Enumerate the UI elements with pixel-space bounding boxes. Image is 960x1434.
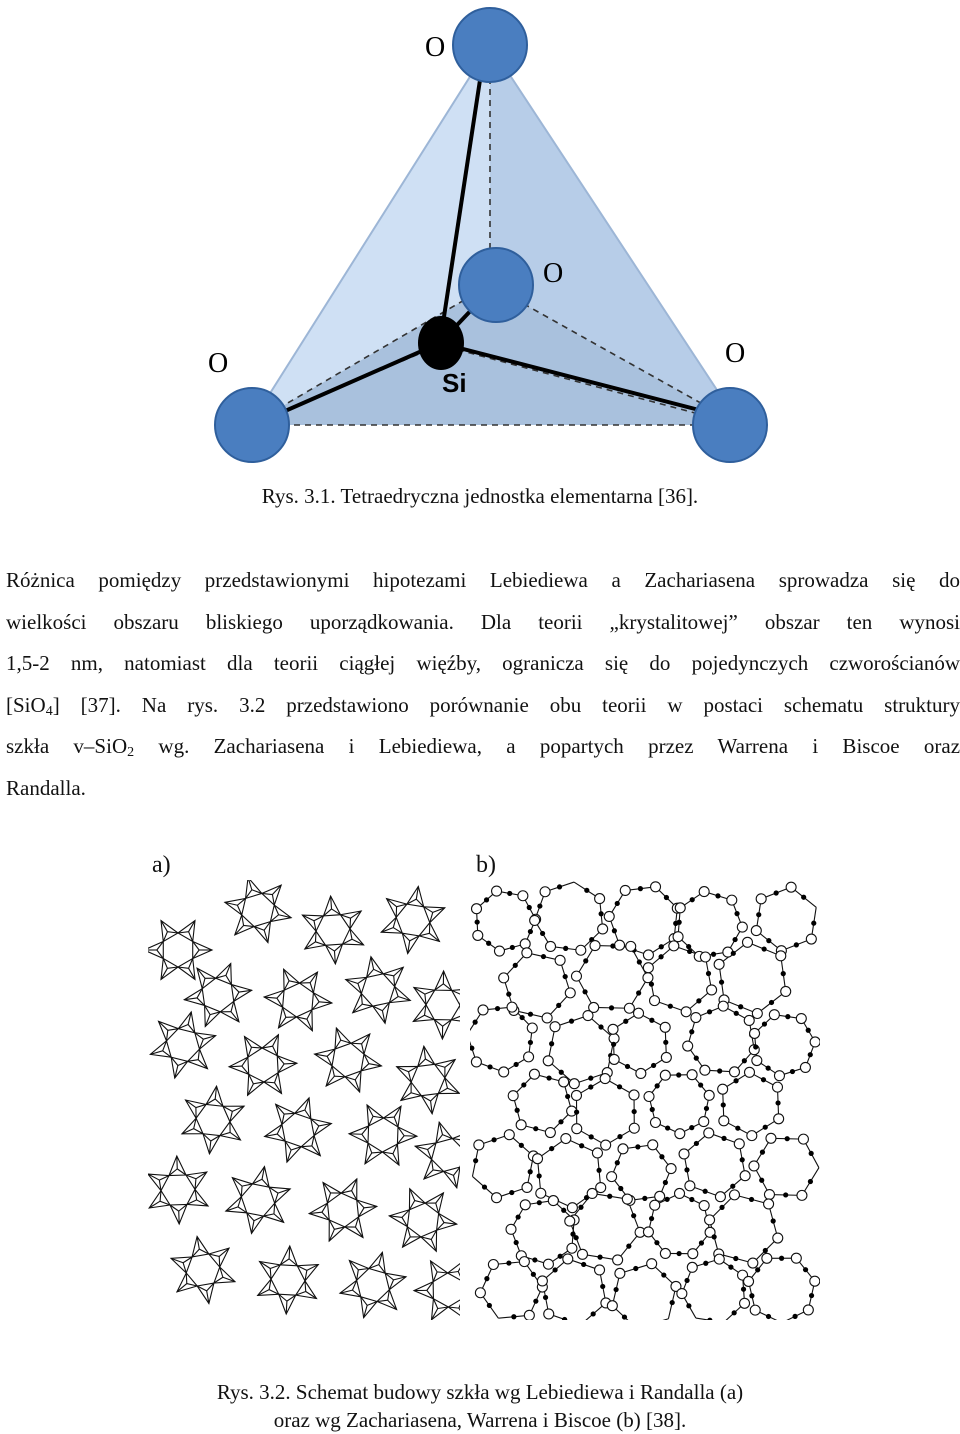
crystallite-structure-diagram <box>148 880 460 1320</box>
label-o-left: O <box>208 348 228 379</box>
oxygen-atom-left <box>214 387 290 463</box>
label-o-right: O <box>725 338 745 369</box>
dashed-edges <box>249 45 741 426</box>
paragraph-line-2: wielkości obszaru bliskiego uporządkowan… <box>6 609 960 634</box>
tetrahedron-figure: O O O O Si <box>208 7 768 463</box>
paragraph-line-4: [SiO4] [37]. Na rys. 3.2 przedstawiono p… <box>6 685 960 727</box>
label-o-middle: O <box>543 258 563 289</box>
line-5-text-b: wg. Zachariasena i Lebiediewa, a poparty… <box>134 734 960 758</box>
figure-2-caption: Rys. 3.2. Schemat budowy szkła wg Lebied… <box>0 1378 960 1434</box>
silicon-atom <box>418 316 464 370</box>
label-si: Si <box>442 368 467 398</box>
paragraph-line-1: Różnica pomiędzy przedstawionymi hipotez… <box>6 568 960 592</box>
star-units <box>148 880 460 1320</box>
paragraph-line-5: szkła v–SiO2 wg. Zachariasena i Lebiedie… <box>6 726 960 768</box>
network-atoms <box>470 881 820 1320</box>
random-network-diagram <box>470 881 820 1320</box>
label-o-top: O <box>425 32 445 63</box>
sio4-subscript: 4 <box>45 703 53 719</box>
sio2-subscript: 2 <box>127 745 135 760</box>
figure-1-caption: Rys. 3.1. Tetraedryczna jednostka elemen… <box>261 484 699 508</box>
figure-2-caption-line-1: Rys. 3.2. Schemat budowy szkła wg Lebied… <box>216 1380 744 1404</box>
figure-2-caption-line-2: oraz wg Zachariasena, Warrena i Biscoe (… <box>273 1408 687 1432</box>
panel-label-b: b) <box>476 852 496 878</box>
oxygen-atom-right <box>692 387 768 463</box>
oxygen-atom-middle <box>458 247 534 323</box>
paragraph-line-6: Randalla. <box>6 775 86 800</box>
paragraph-line-3: 1,5-2 nm, natomiast dla teorii ciągłej w… <box>6 651 960 675</box>
oxygen-atom-top <box>452 7 528 83</box>
line-5-text-a: szkła v–SiO <box>6 734 128 758</box>
panel-label-a: a) <box>152 852 171 878</box>
line-4-text-a: [SiO <box>6 692 46 717</box>
line-4-text-b: ] [37]. Na rys. 3.2 przedstawiono porówn… <box>52 692 960 717</box>
body-paragraph: Różnica pomiędzy przedstawionymi hipotez… <box>6 560 960 809</box>
